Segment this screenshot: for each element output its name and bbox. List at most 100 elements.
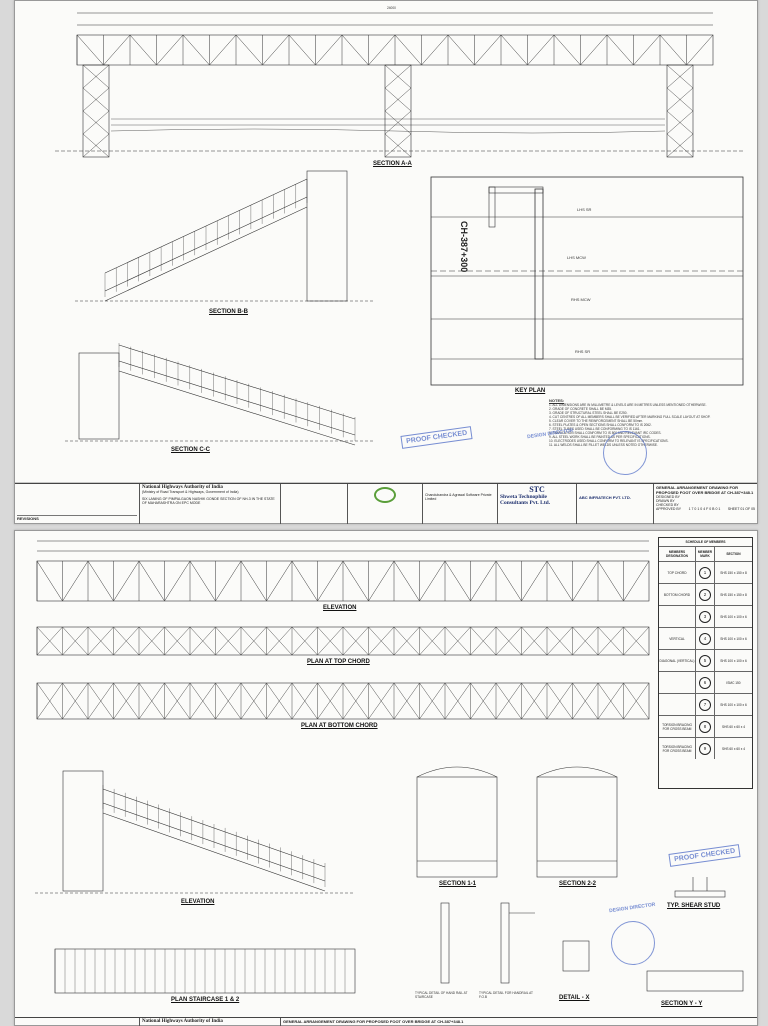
- bracing-member: [317, 626, 344, 656]
- client-cell-2: National Highways Authority of India: [140, 1018, 281, 1026]
- title-block-1: REVISIONS National Highways Authority of…: [15, 483, 757, 524]
- sheet-number: SHEET 01 OF 05: [727, 507, 755, 511]
- section-yy-title: SECTION Y - Y: [661, 1001, 703, 1007]
- key-lhs-sr: LHS SR: [577, 207, 592, 212]
- truss-diagonal: [572, 560, 599, 602]
- member-mark: 7: [699, 698, 711, 711]
- handrail-fob-title: TYPICAL DETAIL FOR HANDRAIL AT F.O.B: [479, 991, 533, 999]
- section-22-roof: [536, 766, 618, 778]
- member-mark: 6: [699, 676, 711, 689]
- member-section: SHS 150 x 150 x 8: [720, 592, 747, 597]
- tower-right-aa: [666, 64, 694, 158]
- bracing-member: [87, 682, 114, 720]
- note-item: 6. STEEL PLATES & OPEN SECTIONS SHALL CO…: [549, 423, 652, 427]
- truss-diagonal: [266, 560, 293, 602]
- bracing-member: [266, 682, 293, 720]
- bracing-member: [342, 682, 369, 720]
- tower-bracing: [666, 64, 694, 89]
- plan-bottom-title: PLAN AT BOTTOM CHORD: [301, 723, 378, 729]
- truss-diagonal: [103, 34, 131, 66]
- member-section: SHS 100 x 100 x 6: [720, 658, 747, 663]
- member-mark-cell: 9: [696, 738, 715, 759]
- note-item: 5. CLEAR COVER TO THE REINFORCEMENT SHAL…: [549, 419, 644, 423]
- plan-top-title: PLAN AT TOP CHORD: [307, 659, 370, 665]
- bracing-member: [240, 626, 267, 656]
- bracing-member: [113, 682, 140, 720]
- key-rhs-sr: RHS SR: [575, 349, 591, 354]
- note-item: 1. ALL DIMENSIONS ARE IN MILLIMETRE & LE…: [549, 403, 707, 407]
- truss-diagonal: [156, 34, 184, 66]
- bracing-member: [521, 626, 548, 656]
- bracing-member: [291, 682, 318, 720]
- epc-cell: Chandubandra & Agrawal Software Private …: [423, 484, 498, 524]
- stair-plan-title: PLAN STAIRCASE 1 & 2: [171, 997, 240, 1003]
- chainage-label: CH-387+300: [459, 221, 469, 273]
- member-mark-cell: 2: [696, 584, 715, 605]
- schedule-header: MEMBERS DESIGNATION MEMBER MARK SECTION: [659, 546, 752, 561]
- truss-diagonal: [474, 34, 502, 66]
- member-mark: 1: [699, 566, 711, 579]
- section-cc-title: SECTION C-C: [171, 447, 210, 453]
- member-designation: DIAGONAL (VERTICAL): [659, 650, 696, 671]
- field-approved: APPROVED BY: [656, 507, 682, 511]
- key-rhs-mcw: RHS MCW: [571, 297, 591, 302]
- truss-diagonal: [500, 34, 528, 66]
- member-section: SHS 60 x 60 x 4: [721, 724, 746, 729]
- truss-diagonal: [444, 560, 471, 602]
- bracing-member: [597, 682, 624, 720]
- bracing-member: [470, 682, 497, 720]
- section-22-title: SECTION 2-2: [559, 881, 597, 887]
- client-sub: (Ministry of Road Transport & Highways, …: [142, 490, 239, 494]
- section-22-frame: [536, 776, 618, 878]
- section-11-frame: [416, 776, 498, 878]
- field-designed: DESIGNED BY: [656, 495, 680, 499]
- note-item: 11. ALL WELDS SHALL BE FILLET WELDS UNLE…: [549, 443, 658, 447]
- client-name: National Highways Authority of India: [142, 485, 223, 490]
- bracing-member: [266, 626, 293, 656]
- truss-diagonal: [36, 560, 63, 602]
- bracing-member: [215, 626, 242, 656]
- drawing-sheet-2: ELEVATION PLAN AT TOP CHORD PLAN AT BOTT…: [14, 530, 758, 1026]
- tower-bracing: [384, 64, 412, 89]
- key-plan-frame: [430, 176, 744, 386]
- tower-bracing: [82, 87, 110, 112]
- bracing-member: [36, 626, 63, 656]
- schedule-title: SCHEDULE OF MEMBERS: [685, 540, 726, 544]
- truss-diagonal: [262, 34, 290, 66]
- bracing-member: [572, 682, 599, 720]
- truss-diagonal: [470, 560, 497, 602]
- tower-bracing: [384, 87, 412, 112]
- truss-diagonal: [87, 560, 114, 602]
- note-item: 7. STEEL TUBES USED SHALL BE CONFORMING …: [549, 427, 641, 431]
- member-designation: TORSION BRACING FOR CROSS BEAM: [659, 716, 696, 737]
- member-designation: VERTICAL: [659, 628, 696, 649]
- bracing-member: [240, 682, 267, 720]
- bracing-member: [444, 626, 471, 656]
- drawing-title-2: GENERAL ARRANGEMENT DRAWING FOR PROPOSED…: [283, 1019, 464, 1024]
- notes-heading: NOTES:: [549, 398, 565, 403]
- truss-diagonal: [521, 560, 548, 602]
- seal-stamp-2: [611, 921, 655, 965]
- shear-stud-title: TYP. SHEAR STUD: [667, 903, 721, 909]
- member-section: SHS 150 x 150 x 8: [720, 570, 747, 575]
- truss-diagonal: [288, 34, 316, 66]
- field-checked: CHECKED BY: [656, 503, 679, 507]
- stair-tower: [62, 770, 104, 892]
- truss-diagonal: [623, 560, 650, 602]
- truss-diagonal: [215, 560, 242, 602]
- bracing-member: [317, 682, 344, 720]
- schedule-of-members: SCHEDULE OF MEMBERS MEMBERS DESIGNATION …: [658, 537, 753, 789]
- member-designation: TORSION BRACING FOR CROSS BEAM: [659, 738, 696, 759]
- member-mark: 2: [699, 588, 711, 601]
- truss-diagonal: [182, 34, 210, 66]
- note-item: 8. FABRICATION SHALL CONFORM TO IS 800 A…: [549, 431, 662, 435]
- title-block-2: National Highways Authority of India GEN…: [15, 1017, 757, 1026]
- member-mark: 3: [699, 610, 711, 623]
- handrail-stair-title: TYPICAL DETAIL OF HAND RAIL AT STAIRCASE: [415, 991, 468, 999]
- contractor-cell: ABC INFRATECH PVT. LTD.: [577, 484, 654, 524]
- truss-diagonal: [235, 34, 263, 66]
- truss-diagonal: [659, 34, 687, 66]
- truss-diagonal: [138, 560, 165, 602]
- tower-bracing: [666, 87, 694, 112]
- truss-diagonal: [393, 560, 420, 602]
